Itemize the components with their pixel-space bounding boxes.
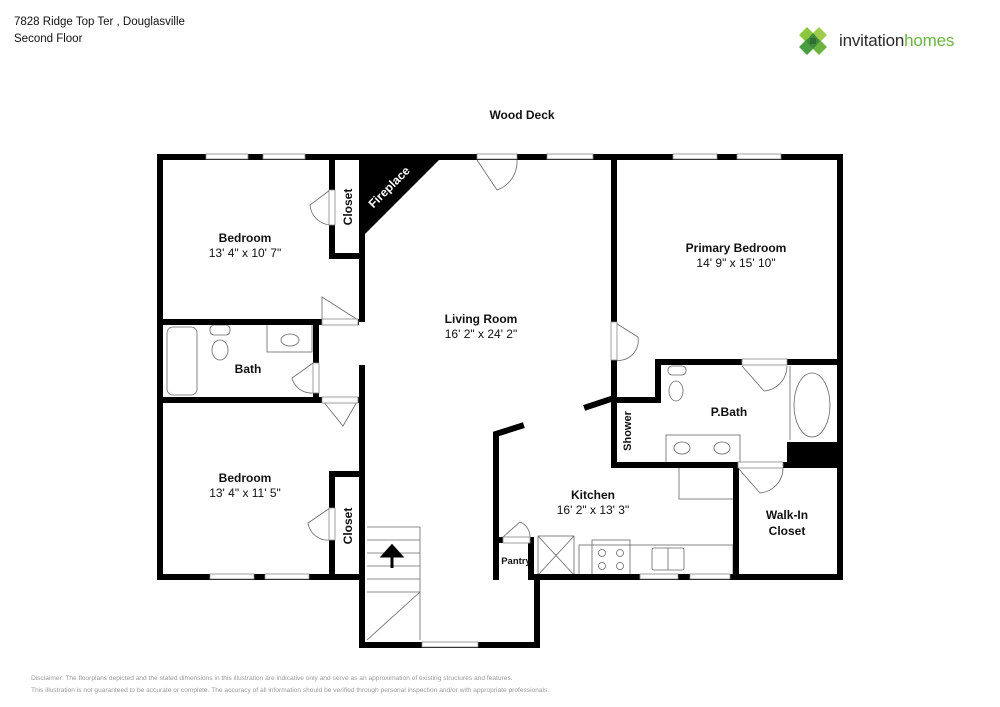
sink-icon [280,333,300,347]
room-dimensions-bedroom-2: 13' 4" x 11' 5" [209,486,281,500]
room-name-walk-in-line1: Walk-In [766,508,808,522]
room-name-shower: Shower [622,410,634,450]
room-dimensions-kitchen: 16' 2" x 13' 3" [557,503,629,517]
bathtub-icon [166,326,198,396]
brand-word-invitation: invitation [839,31,905,50]
room-name-walk-in-line2: Closet [769,524,806,538]
fireplace [362,160,439,237]
room-dimensions-primary-bedroom: 14' 9" x 15' 10" [696,256,775,270]
floor-label: Second Floor [14,33,83,45]
brand-wordmark: invitationhomes [839,31,954,51]
room-name-bath: Bath [235,362,262,376]
stairs-up-arrow-icon [379,543,405,568]
property-header: 7828 Ridge Top Ter , Douglasville Second… [14,14,185,48]
room-name-bedroom-2: Bedroom [219,471,272,485]
room-name-closet-1: Closet [341,189,355,226]
room-name-p-bath: P.Bath [711,405,747,419]
room-name-bedroom-1: Bedroom [219,231,272,245]
room-dimensions-bedroom-1: 13' 4" x 10' 7" [209,246,281,260]
room-dimensions-living-room: 16' 2" x 24' 2" [445,327,517,341]
disclaimer-line-2: This illustration is not guaranteed to b… [31,687,550,694]
room-name-closet-2: Closet [341,508,355,545]
disclaimer-line-1: Disclaimer: The floorplans depicted and … [31,675,513,682]
room-name-living-room: Living Room [445,312,518,326]
brand-word-homes: homes [904,31,955,50]
oval-tub-icon [793,372,831,438]
windows [205,153,788,648]
exterior-label-wood-deck: Wood Deck [489,108,554,122]
invitation-homes-logo-icon [799,27,827,55]
room-name-pantry: Pantry [501,556,531,567]
room-name-primary-bedroom: Primary Bedroom [686,241,787,255]
disclaimer: Disclaimer: The floorplans depicted and … [31,673,549,697]
room-name-kitchen: Kitchen [571,488,615,502]
property-address: 7828 Ridge Top Ter , Douglasville [14,16,185,28]
stairs [366,526,421,641]
toilet-icon [211,339,229,361]
door-swing [309,189,331,226]
brand-logo: invitationhomes [797,24,954,58]
